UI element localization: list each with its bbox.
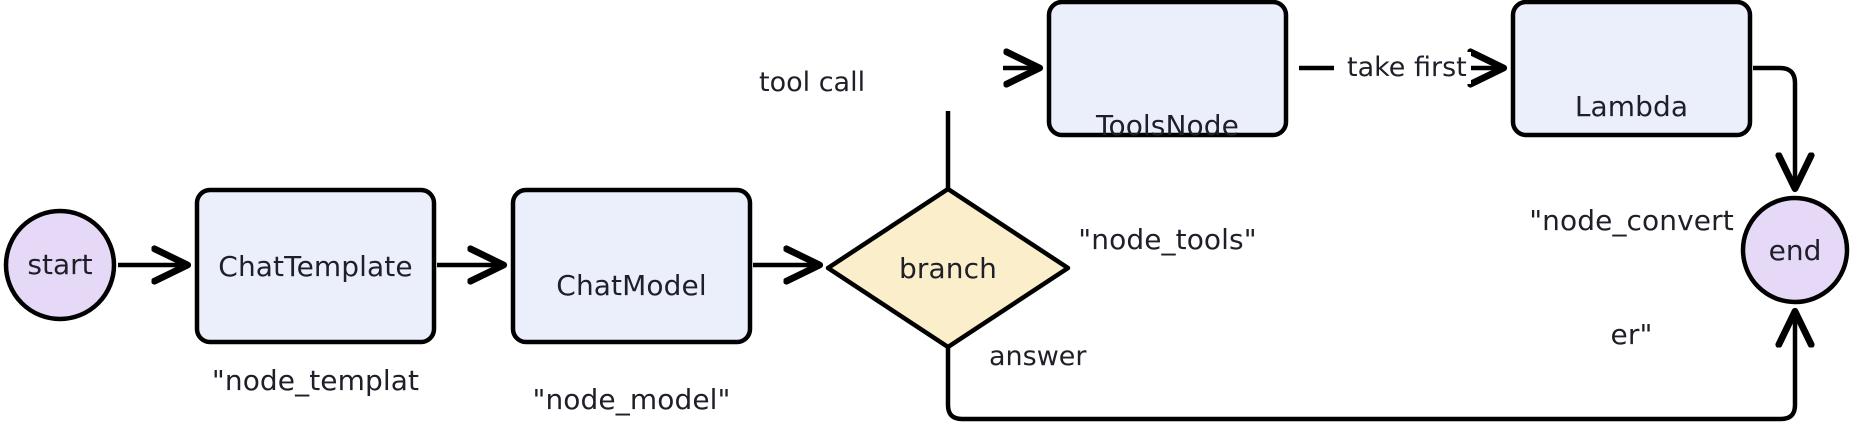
node-chat-model[interactable] <box>510 187 753 345</box>
node-branch[interactable] <box>825 186 1071 350</box>
edge-converter-to-end <box>1753 65 1795 186</box>
node-start-label: start <box>27 248 93 281</box>
edge-label-take-first: take first <box>1343 52 1471 84</box>
edge-branch-answer-to-end <box>945 314 1795 422</box>
node-end[interactable] <box>1740 195 1850 305</box>
edge-label-answer: answer <box>985 341 1091 373</box>
node-start[interactable] <box>3 208 117 322</box>
node-converter[interactable] <box>1510 0 1753 138</box>
node-end-label: end <box>1768 234 1822 267</box>
edge-label-tool-call: tool call <box>755 67 870 99</box>
node-chat-template[interactable] <box>194 187 437 345</box>
node-tools[interactable] <box>1046 0 1289 138</box>
